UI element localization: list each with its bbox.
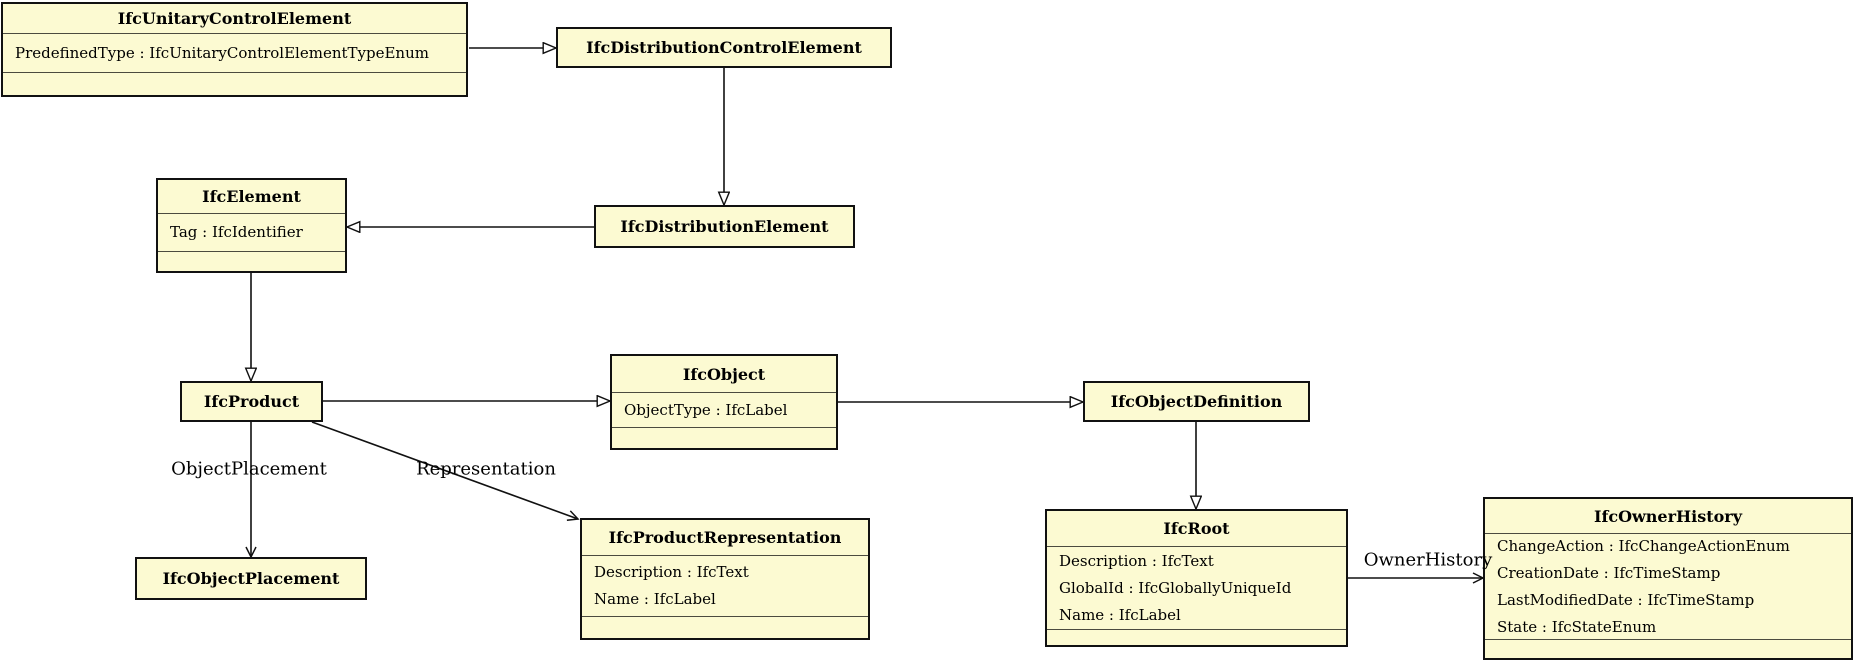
class-attribute: GlobalId : IfcGloballyUniqueId [1059, 578, 1292, 597]
class-attribute: State : IfcStateEnum [1497, 617, 1657, 636]
class-attribute: Description : IfcText [1059, 551, 1214, 570]
class-attribute: ChangeAction : IfcChangeActionEnum [1497, 536, 1790, 555]
class-attribute: Description : IfcText [594, 563, 749, 581]
class-node-object-definition: IfcObjectDefinition [1083, 381, 1310, 422]
class-title: IfcRoot [1163, 519, 1230, 538]
class-attribute: CreationDate : IfcTimeStamp [1497, 563, 1721, 582]
class-title: IfcProductRepresentation [608, 528, 842, 547]
class-node-object-placement: IfcObjectPlacement [135, 557, 367, 600]
class-title: IfcObjectPlacement [162, 569, 340, 588]
class-title: IfcProduct [203, 392, 300, 411]
class-attribute: PredefinedType : IfcUnitaryControlElemen… [15, 43, 429, 62]
class-attribute: Tag : IfcIdentifier [170, 223, 303, 241]
class-title: IfcElement [202, 187, 301, 206]
class-title: IfcDistributionControlElement [586, 38, 862, 57]
class-title: IfcObject [682, 364, 766, 384]
class-empty-compartment [3, 72, 466, 95]
class-title: IfcObjectDefinition [1110, 392, 1283, 411]
class-attribute: Name : IfcLabel [594, 590, 716, 608]
class-attribute: Name : IfcLabel [1059, 605, 1181, 624]
class-attribute: LastModifiedDate : IfcTimeStamp [1497, 590, 1755, 609]
edge-label-objectplacement: ObjectPlacement [171, 458, 327, 480]
class-empty-compartment [1485, 639, 1851, 658]
class-empty-compartment [1047, 629, 1346, 645]
class-attributes-compartment: Tag : IfcIdentifier [158, 213, 345, 251]
class-empty-compartment [158, 251, 345, 271]
class-title: IfcDistributionElement [620, 217, 829, 236]
class-node-product: IfcProduct [180, 381, 323, 422]
edge-label-representation: Representation [416, 458, 556, 480]
class-title: IfcUnitaryControlElement [117, 9, 352, 28]
class-attribute: ObjectType : IfcLabel [624, 400, 788, 419]
class-attributes-compartment: ObjectType : IfcLabel [612, 392, 836, 427]
edge-label-ownerhistory: OwnerHistory [1363, 549, 1493, 571]
class-title: IfcOwnerHistory [1593, 506, 1743, 526]
class-attributes-compartment: PredefinedType : IfcUnitaryControlElemen… [3, 33, 466, 72]
class-empty-compartment [582, 616, 868, 638]
class-node-distribution-control-element: IfcDistributionControlElement [556, 27, 892, 68]
class-empty-compartment [612, 427, 836, 448]
class-node-distribution-element: IfcDistributionElement [594, 205, 855, 248]
